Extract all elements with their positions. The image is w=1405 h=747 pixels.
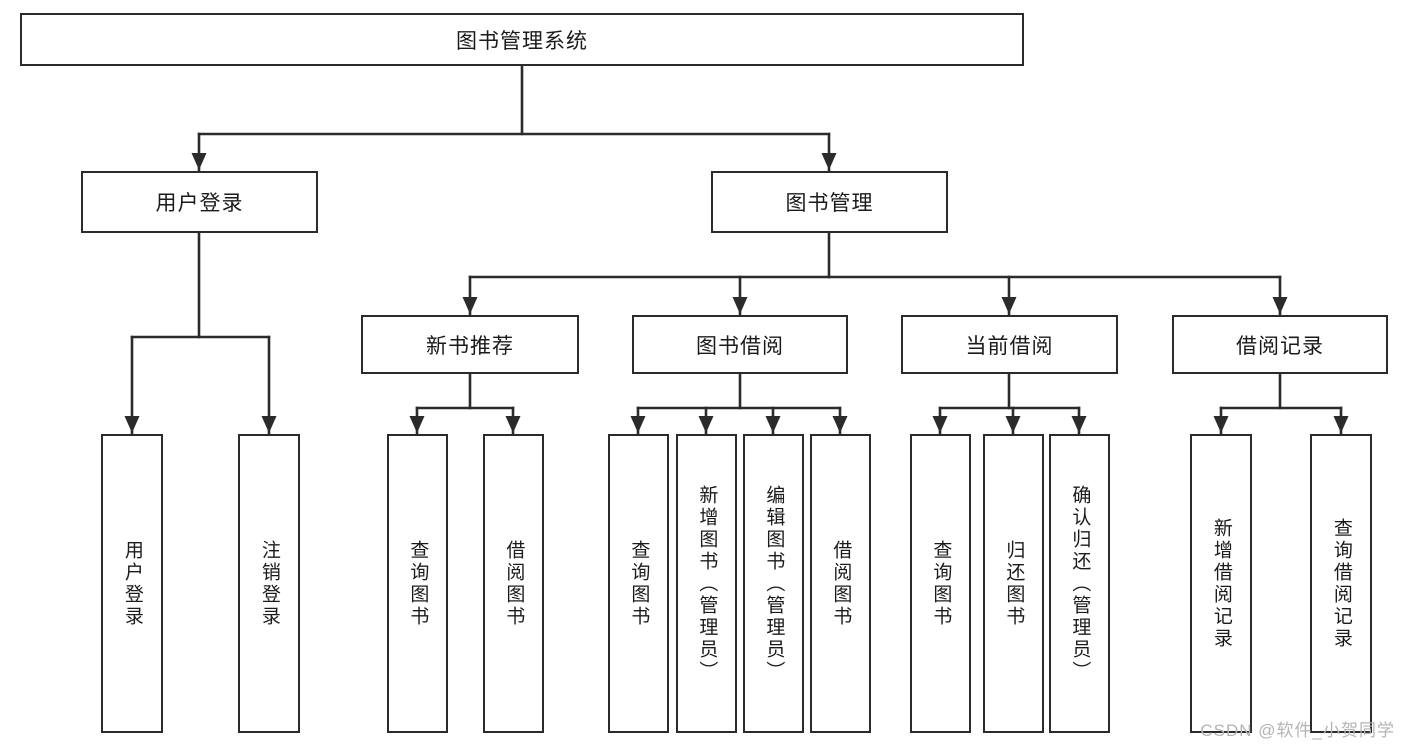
leaf-label: 注销登录 <box>258 539 280 628</box>
leaf-label: 查询图书 <box>628 539 650 628</box>
leaf-query-book-current[interactable]: 查询图书 <box>910 434 971 733</box>
leaf-query-book-borrow[interactable]: 查询图书 <box>608 434 669 733</box>
leaf-query-borrow-record[interactable]: 查询借阅记录 <box>1310 434 1372 733</box>
leaf-label: 用户登录 <box>121 539 143 628</box>
node-book-management[interactable]: 图书管理 <box>711 171 948 233</box>
leaf-add-book-admin[interactable]: 新增图书（管理员） <box>676 434 737 733</box>
leaf-label: 新增图书（管理员） <box>696 484 718 683</box>
leaf-label: 编辑图书（管理员） <box>763 484 785 683</box>
leaf-label: 查询图书 <box>930 539 952 628</box>
leaf-label: 借阅图书 <box>830 539 852 628</box>
node-current-borrow[interactable]: 当前借阅 <box>901 315 1118 374</box>
leaf-label: 确认归还（管理员） <box>1069 484 1091 683</box>
leaf-confirm-return-admin[interactable]: 确认归还（管理员） <box>1049 434 1110 733</box>
leaf-add-borrow-record[interactable]: 新增借阅记录 <box>1190 434 1252 733</box>
leaf-label: 查询借阅记录 <box>1330 517 1352 650</box>
node-new-book-recommend[interactable]: 新书推荐 <box>361 315 579 374</box>
leaf-borrow-book-newbook[interactable]: 借阅图书 <box>483 434 544 733</box>
node-root[interactable]: 图书管理系统 <box>20 13 1024 66</box>
node-user-login[interactable]: 用户登录 <box>81 171 318 233</box>
leaf-user-login[interactable]: 用户登录 <box>101 434 163 733</box>
node-borrow-record[interactable]: 借阅记录 <box>1172 315 1388 374</box>
leaf-label: 归还图书 <box>1003 539 1025 628</box>
leaf-label: 借阅图书 <box>503 539 525 628</box>
leaf-label: 查询图书 <box>407 539 429 628</box>
leaf-borrow-book[interactable]: 借阅图书 <box>810 434 871 733</box>
leaf-edit-book-admin[interactable]: 编辑图书（管理员） <box>743 434 804 733</box>
leaf-user-logout[interactable]: 注销登录 <box>238 434 300 733</box>
node-book-borrow[interactable]: 图书借阅 <box>632 315 848 374</box>
leaf-label: 新增借阅记录 <box>1210 517 1232 650</box>
watermark: CSDN @软件_小贺同学 <box>1200 721 1395 740</box>
leaf-query-book-newbook[interactable]: 查询图书 <box>387 434 448 733</box>
leaf-return-book[interactable]: 归还图书 <box>983 434 1044 733</box>
